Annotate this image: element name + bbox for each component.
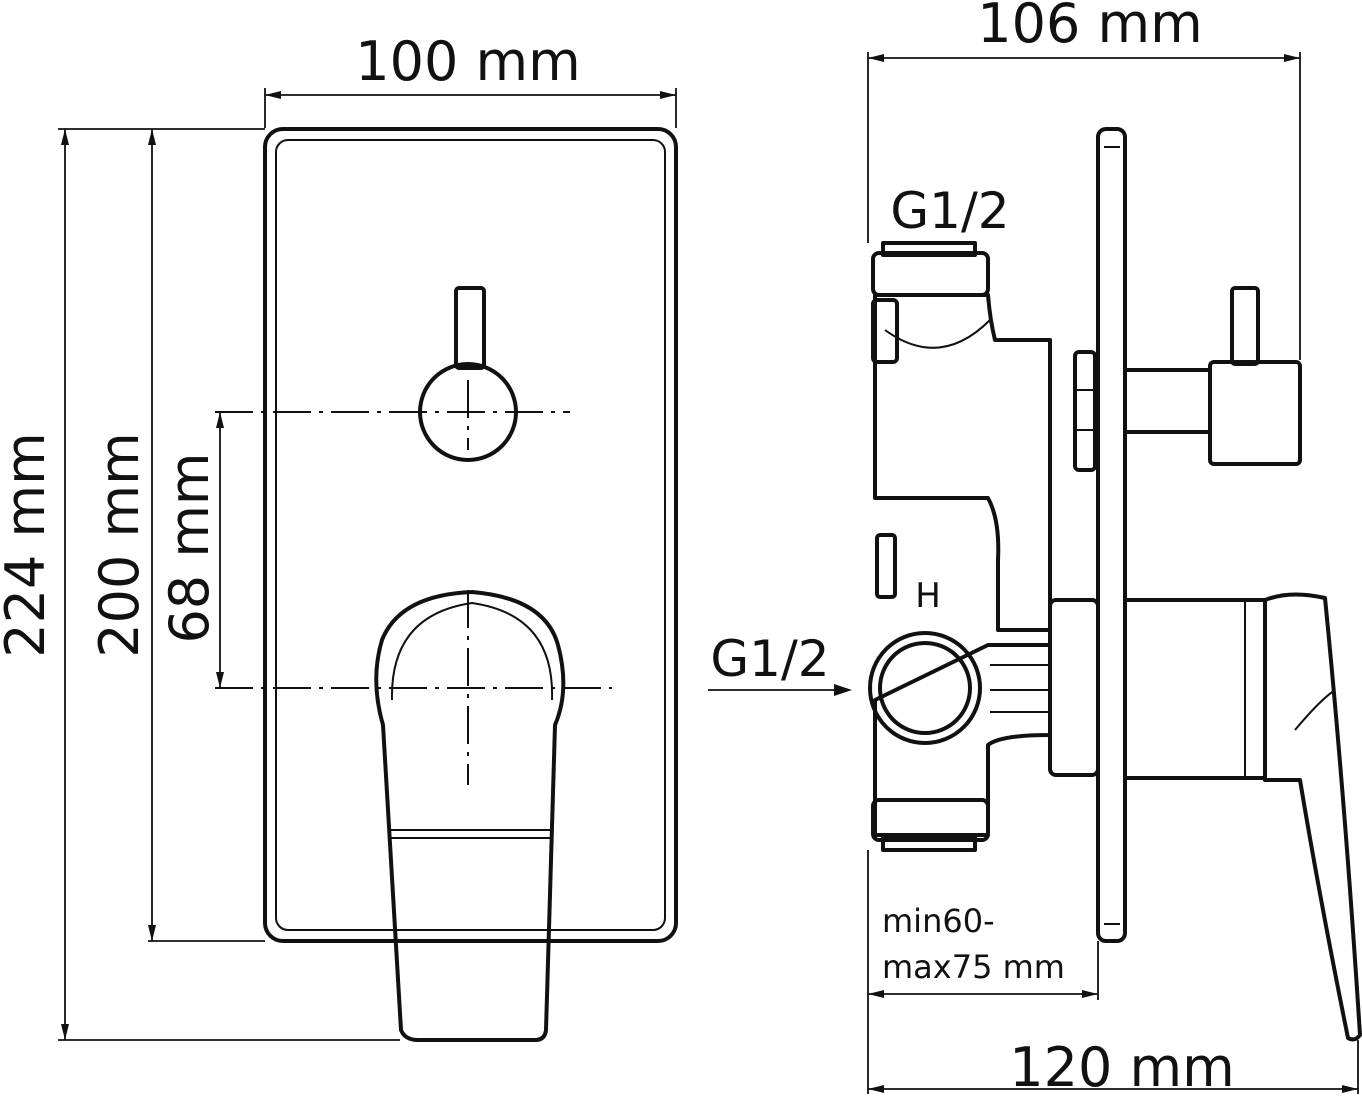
dim-total-depth-label: 120 mm [1009, 1036, 1234, 1098]
side-view: H 106 mm G1/2 G1/2 [708, 0, 1362, 1098]
mixer-lever [374, 590, 566, 1042]
inlet-label: G1/2 [710, 630, 829, 688]
side-cover-plate [1096, 127, 1127, 943]
lever-side-inner-edge [1294, 689, 1336, 731]
diverter-pin-side [1230, 286, 1260, 366]
dim-depth-label: 106 mm [977, 0, 1202, 55]
body-upper-curve [884, 319, 991, 349]
bottom-connection-thread [881, 836, 977, 852]
hot-marker: H [915, 576, 941, 616]
top-connection-label: G1/2 [890, 182, 1009, 240]
diverter-stem-side [1123, 368, 1212, 434]
inlet-port-inner [878, 641, 972, 735]
lever-inner-edge [390, 601, 554, 701]
cartridge-housing [1048, 598, 1100, 777]
valve-body [873, 293, 1052, 632]
install-depth-label-line2: max75 mm [882, 948, 1065, 986]
dim-axis-distance-label: 68 mm [158, 452, 221, 643]
top-connection [871, 251, 990, 297]
mixer-lever-side [1263, 592, 1362, 1042]
install-depth-label-line1: min60- [882, 902, 995, 940]
lower-body [873, 643, 1052, 837]
diverter-knob-side [1208, 360, 1302, 466]
spindle-nut [1073, 350, 1097, 472]
diverter-pin [454, 286, 486, 370]
dim-plate-height-label: 200 mm [88, 432, 151, 657]
cover-plate-inner [275, 139, 666, 931]
cover-plate-outer [263, 127, 678, 943]
dim-width-label: 100 mm [355, 30, 580, 93]
front-view: 100 mm 224 mm 200 mm 68 mm [0, 30, 678, 1042]
body-middle-lug [875, 533, 897, 599]
dim-overall-height-label: 224 mm [0, 432, 57, 657]
inlet-port-outer [868, 631, 982, 745]
body-upper-lug [871, 298, 899, 364]
